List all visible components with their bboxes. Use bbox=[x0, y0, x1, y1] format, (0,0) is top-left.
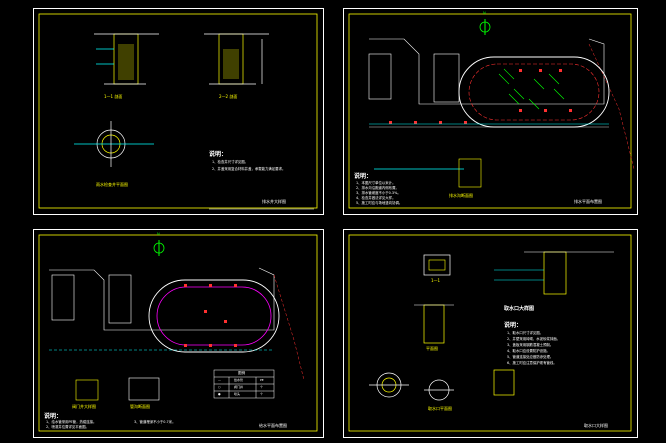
note-line: 1、给水管采用PE管，热熔连接。 bbox=[46, 420, 97, 424]
legend-cell: 阀门井 bbox=[234, 385, 244, 389]
sheet-graphics bbox=[348, 234, 632, 432]
north-label: N bbox=[483, 11, 486, 15]
caption-section-1: 1—1 剖面 bbox=[104, 94, 123, 99]
title-block-text: 给水平面布置图 bbox=[259, 423, 287, 428]
north-label: N bbox=[157, 232, 160, 236]
caption-section: 1—1 bbox=[431, 278, 441, 283]
legend-cell: 喷头 bbox=[234, 392, 241, 396]
sheet-graphics bbox=[38, 13, 318, 210]
note-line: 3、管道埋深不小于0.7米。 bbox=[134, 420, 176, 424]
north-arrow-icon bbox=[153, 240, 165, 256]
sheet-graphics bbox=[38, 234, 318, 432]
caption-trench: 管沟断面图 bbox=[130, 404, 150, 409]
note-line: 1、本图尺寸单位以米计。 bbox=[356, 181, 396, 185]
section-title: 取水口大样图 bbox=[504, 306, 535, 312]
note-line: 3、盖板采用钢筋混凝土预制。 bbox=[507, 343, 554, 347]
title-block-text: 取水口大样图 bbox=[584, 423, 608, 428]
drawing-sheet-bottom-right[interactable]: 1—1 平面图 取水口平面图 取水口大样图 说明： 1、取水口尺寸详见图。 2、… bbox=[343, 229, 638, 438]
notes-title: 说明： bbox=[354, 173, 373, 180]
drawing-sheet-top-left[interactable]: 1—1 剖面 2—2 剖面 雨水检查井平面图 说明： 1、检查井尺寸详见图。 2… bbox=[33, 8, 324, 215]
caption-drain-section: 排水沟断面图 bbox=[449, 193, 473, 198]
sheet-graphics bbox=[348, 13, 635, 209]
note-line: 1、取水口尺寸详见图。 bbox=[507, 331, 544, 335]
note-line: 1、检查井尺寸详见图。 bbox=[212, 160, 249, 164]
note-line: 5、管道连接处应做防渗处理。 bbox=[507, 355, 554, 359]
notes-title: 说明： bbox=[44, 413, 63, 420]
legend-cell: ● bbox=[218, 392, 221, 396]
note-line: 4、取水口应设置防护设施。 bbox=[507, 349, 550, 353]
drawing-sheet-bottom-left[interactable]: N 图例 — 给水管 PE ○ 阀门井 个 ● 喷头 个 阀门井大样图 管沟断面… bbox=[33, 229, 324, 438]
legend-cell: 个 bbox=[260, 392, 264, 396]
legend-cell: — bbox=[218, 378, 221, 382]
caption-plan: 平面图 bbox=[426, 346, 438, 351]
note-line: 5、施工时应与场地竖向协调。 bbox=[356, 201, 403, 205]
caption-intake-plan: 取水口平面图 bbox=[428, 406, 452, 411]
legend-cell: 个 bbox=[260, 385, 264, 389]
caption-plan: 雨水检查井平面图 bbox=[96, 182, 128, 187]
note-line: 2、井壁采用砖砌，水泥砂浆抹面。 bbox=[507, 337, 561, 341]
legend-table-title: 图例 bbox=[238, 371, 246, 375]
notes-title: 说明： bbox=[504, 322, 523, 329]
north-arrow-icon bbox=[479, 19, 491, 35]
notes-title: 说明： bbox=[209, 151, 228, 158]
note-line: 6、施工时应注意保护现有管线。 bbox=[507, 361, 557, 365]
legend-cell: 给水管 bbox=[234, 378, 244, 382]
note-line: 2、井盖采用复合材料井盖，承载能力满足要求。 bbox=[212, 167, 286, 171]
legend-cell: ○ bbox=[218, 385, 221, 389]
caption-section-2: 2—2 剖面 bbox=[219, 94, 238, 99]
note-line: 2、喷灌井位置详见平面图。 bbox=[46, 425, 89, 429]
note-line: 2、排水沟沿跑道内侧布置。 bbox=[356, 186, 399, 190]
title-block-text: 排水平面布置图 bbox=[574, 199, 602, 204]
drawing-sheet-top-right[interactable]: N 排水沟断面图 说明： 1、本图尺寸单位以米计。 2、排水沟沿跑道内侧布置。 … bbox=[343, 8, 638, 215]
note-line: 4、检查井做法详见大样。 bbox=[356, 196, 396, 200]
title-block-text: 排水井大样图 bbox=[262, 199, 286, 204]
legend-cell: PE bbox=[260, 378, 264, 382]
caption-valve-well: 阀门井大样图 bbox=[72, 404, 96, 409]
note-line: 3、排水管坡度不小于0.3%。 bbox=[356, 191, 401, 195]
